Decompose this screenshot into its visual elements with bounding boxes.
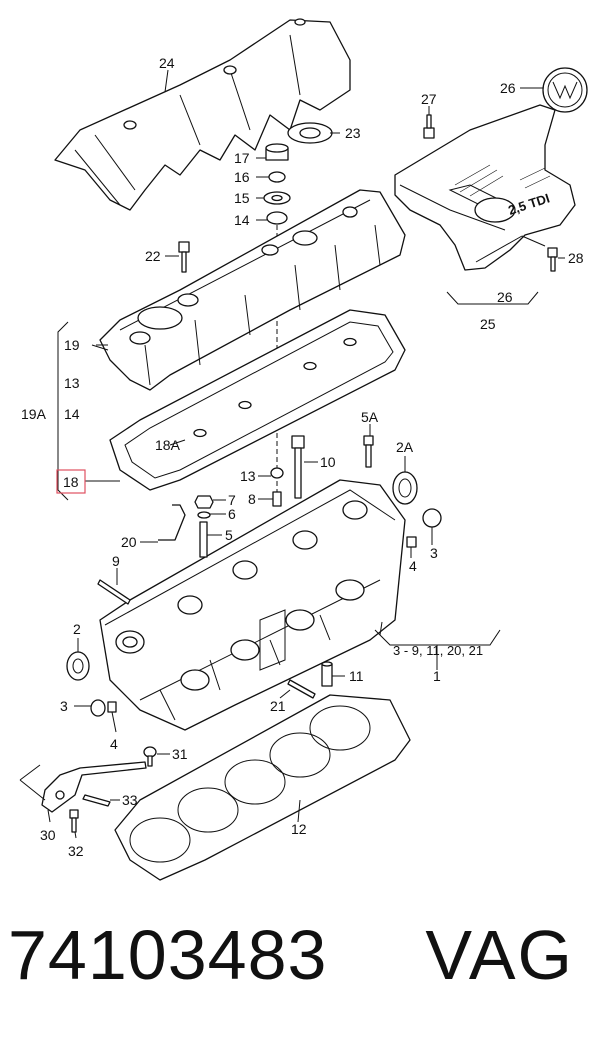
- label-4-left: 4: [110, 736, 118, 752]
- screw-27: [423, 114, 435, 139]
- plug-4-left: [107, 701, 117, 713]
- label-13-group: 13: [64, 375, 80, 391]
- label-17: 17: [234, 150, 250, 166]
- label-16: 16: [234, 169, 250, 185]
- stud-9: [97, 579, 131, 605]
- cover-gasket-18: [109, 309, 406, 491]
- label-8: 8: [248, 491, 256, 507]
- bolt-22: [178, 241, 190, 273]
- label-1: 1: [433, 668, 441, 684]
- label-33: 33: [122, 792, 138, 808]
- label-19A: 19A: [21, 406, 47, 422]
- group-bracket-19A: [57, 321, 109, 501]
- plug-4-right: [406, 536, 417, 548]
- part-number: 74103483: [8, 916, 328, 994]
- stud-8: [272, 491, 282, 507]
- label-4-right: 4: [409, 558, 417, 574]
- label-12: 12: [291, 821, 307, 837]
- label-14-group: 14: [64, 406, 80, 422]
- cylinder-head-cover: [99, 189, 406, 391]
- screw-31: [143, 746, 157, 767]
- bolt-33: [82, 794, 111, 807]
- label-13: 13: [240, 468, 256, 484]
- label-3-right: 3: [430, 545, 438, 561]
- footer: 74103483 VAG: [0, 915, 600, 1035]
- label-18A: 18A: [155, 437, 181, 453]
- seal-2: [66, 651, 90, 681]
- label-18: 18: [63, 474, 79, 490]
- label-30: 30: [40, 827, 56, 843]
- cylinder-head: [99, 479, 406, 731]
- label-15: 15: [234, 190, 250, 206]
- bracket-30: [41, 761, 147, 813]
- label-20: 20: [121, 534, 137, 550]
- washer-6: [197, 511, 211, 519]
- cap-13: [270, 467, 284, 479]
- seal-2A: [392, 471, 418, 505]
- label-27: 27: [421, 91, 437, 107]
- engine-cover-24: [54, 18, 351, 211]
- highlight-box-18: [56, 469, 86, 494]
- label-25: 25: [480, 316, 496, 332]
- grommet-23: [287, 122, 333, 144]
- bolt-5A: [363, 435, 374, 468]
- bolt-32: [69, 809, 79, 833]
- label-26-bottom: 26: [497, 289, 513, 305]
- label-6: 6: [228, 506, 236, 522]
- label-11: 11: [349, 668, 364, 684]
- nut-7: [194, 495, 214, 509]
- cap-3: [422, 508, 442, 528]
- screw-28: [547, 247, 558, 272]
- label-5: 5: [225, 527, 233, 543]
- exploded-parts-diagram: 24 23 17 16 15 14 22 27 26 28 26 25 2,5 …: [19, 18, 588, 881]
- bolt-10: [291, 435, 305, 499]
- label-2: 2: [73, 621, 81, 637]
- label-19: 19: [64, 337, 80, 353]
- dowel-11: [321, 661, 333, 687]
- stud-5: [199, 521, 208, 558]
- label-5A: 5A: [361, 409, 379, 425]
- label-3-left: 3: [60, 698, 68, 714]
- label-32: 32: [68, 843, 84, 859]
- stud-21: [287, 679, 316, 699]
- label-24: 24: [159, 55, 175, 71]
- head-gasket-12: [114, 694, 411, 881]
- label-22: 22: [145, 248, 161, 264]
- label-21: 21: [270, 698, 286, 714]
- part-labels: 24 23 17 16 15 14 22 27 26 28 26 25 2,5 …: [21, 55, 584, 859]
- pipe-20: [158, 504, 186, 541]
- leader-lines: [47, 69, 565, 839]
- label-14: 14: [234, 212, 250, 228]
- brand-name: VAG: [425, 916, 574, 994]
- label-23: 23: [345, 125, 361, 141]
- label-28: 28: [568, 250, 584, 266]
- upper-cover-25: [394, 67, 588, 271]
- label-7: 7: [228, 492, 236, 508]
- label-9: 9: [112, 553, 120, 569]
- label-10: 10: [320, 454, 336, 470]
- label-31: 31: [172, 746, 188, 762]
- label-26-top: 26: [500, 80, 516, 96]
- cap-3-left: [90, 699, 106, 717]
- label-2A: 2A: [396, 439, 414, 455]
- label-group-1: 3 - 9, 11, 20, 21: [393, 643, 483, 658]
